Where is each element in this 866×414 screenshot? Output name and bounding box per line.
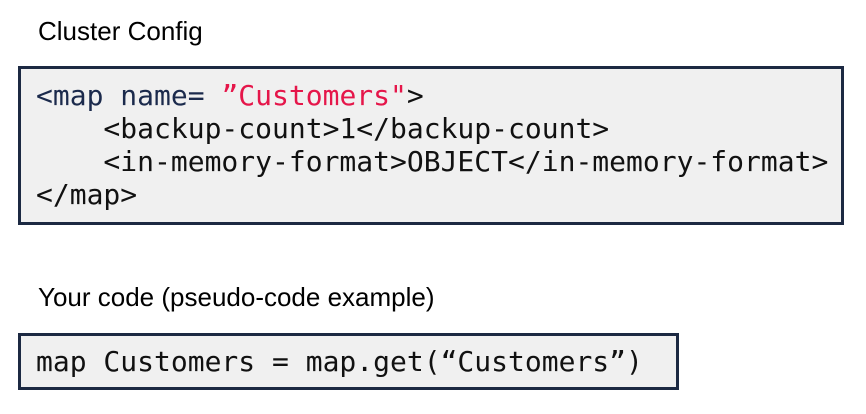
xml-tag-and-attr-name: <map name= [36,79,222,112]
cluster-config-code-block: <map name= ”Customers"> <backup-count>1<… [18,66,844,225]
cluster-config-heading: Cluster Config [38,16,203,46]
xml-line-map-open: <map name= ”Customers"> [36,79,841,112]
your-code-heading: Your code (pseudo-code example) [38,282,435,312]
pseudo-code-line: map Customers = map.get(“Customers”) [36,345,643,378]
xml-line-map-close: </map> [36,178,138,211]
xml-line-in-memory-format: <in-memory-format>OBJECT</in-memory-form… [36,145,829,178]
xml-attr-value: ”Customers" [221,79,407,112]
xml-line-backup-count: <backup-count>1</backup-count> [36,112,610,145]
pseudo-code-block: map Customers = map.get(“Customers”) [18,333,679,390]
xml-code: <map name= ”Customers"> <backup-count>1<… [36,79,841,211]
xml-close-bracket: > [406,79,424,112]
